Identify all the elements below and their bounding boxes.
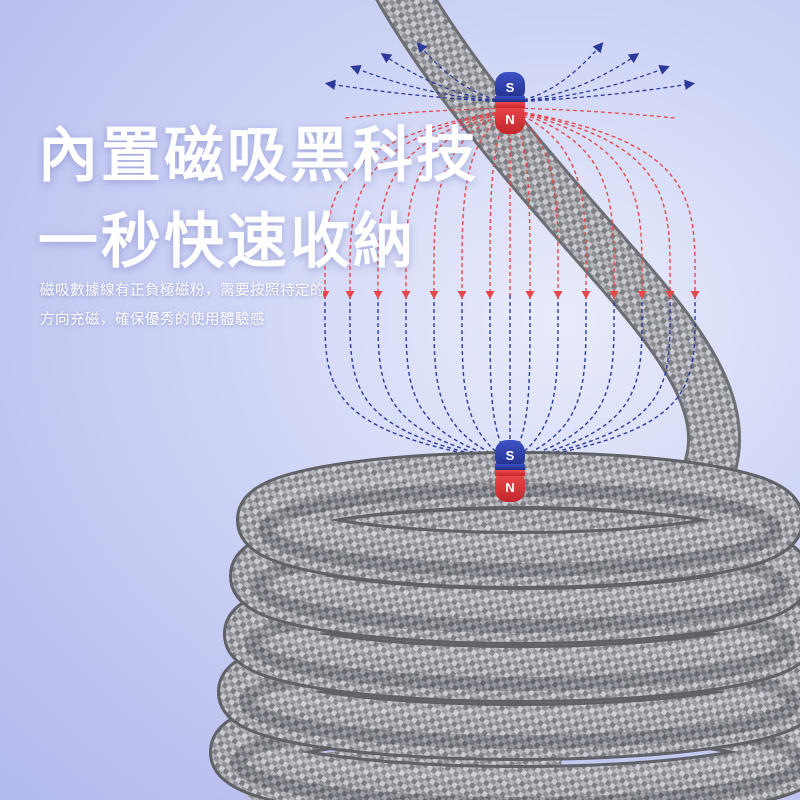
field-arrow bbox=[485, 291, 495, 299]
top-magnet: S N bbox=[495, 72, 525, 134]
field-line bbox=[324, 109, 511, 296]
field-line bbox=[509, 294, 559, 463]
bottom-magnet-south-label: S bbox=[506, 448, 515, 463]
field-line bbox=[509, 109, 671, 296]
field-arrow bbox=[457, 291, 467, 299]
field-line bbox=[433, 109, 511, 296]
field-arrow bbox=[609, 291, 619, 299]
field-arrow bbox=[581, 291, 591, 299]
field-arrow bbox=[401, 291, 411, 299]
field-line bbox=[509, 107, 676, 119]
field-line bbox=[509, 109, 696, 296]
field-line bbox=[509, 294, 531, 463]
field-line bbox=[509, 79, 696, 103]
field-line bbox=[461, 109, 511, 296]
field-line bbox=[349, 294, 511, 463]
description-line-2: 方向充磁，確保優秀的使用體驗感 bbox=[40, 312, 265, 328]
description-line-1: 磁吸數據線有正負極磁粉，需要按照特定的 bbox=[40, 283, 325, 299]
cable-strand bbox=[375, 0, 742, 517]
field-line bbox=[489, 294, 511, 463]
top-magnet-north-label: N bbox=[505, 112, 514, 127]
field-arrow bbox=[665, 291, 675, 299]
field-line bbox=[509, 294, 587, 463]
bottom-magnet: S N bbox=[495, 440, 525, 502]
bottom-magnet-north-label: N bbox=[505, 480, 514, 495]
field-line bbox=[509, 109, 587, 296]
field-line bbox=[509, 53, 640, 103]
field-line bbox=[509, 109, 643, 296]
field-arrow bbox=[553, 291, 563, 299]
field-arrow bbox=[345, 291, 355, 299]
field-arrow bbox=[525, 291, 535, 299]
cable-coil bbox=[209, 451, 800, 800]
field-arrows bbox=[320, 291, 700, 299]
field-line bbox=[349, 109, 511, 296]
field-line bbox=[380, 53, 511, 103]
field-line bbox=[509, 294, 615, 463]
field-line bbox=[509, 109, 559, 296]
top-magnet-south-label: S bbox=[506, 80, 515, 95]
field-arrow bbox=[429, 291, 439, 299]
field-line bbox=[377, 294, 511, 463]
field-arrow bbox=[637, 291, 647, 299]
field-line bbox=[433, 294, 511, 463]
field-line bbox=[461, 294, 511, 463]
field-line bbox=[377, 109, 511, 296]
field-arrow bbox=[320, 291, 330, 299]
field-line bbox=[509, 294, 643, 463]
field-line bbox=[509, 109, 615, 296]
field-arrow bbox=[690, 291, 700, 299]
field-line bbox=[405, 109, 511, 296]
field-line bbox=[509, 294, 671, 463]
headline-line-1: 內置磁吸黑科技 bbox=[38, 121, 479, 191]
headline-line-2: 一秒快速收納 bbox=[38, 207, 416, 277]
field-arrow bbox=[373, 291, 383, 299]
field-line bbox=[405, 294, 511, 463]
